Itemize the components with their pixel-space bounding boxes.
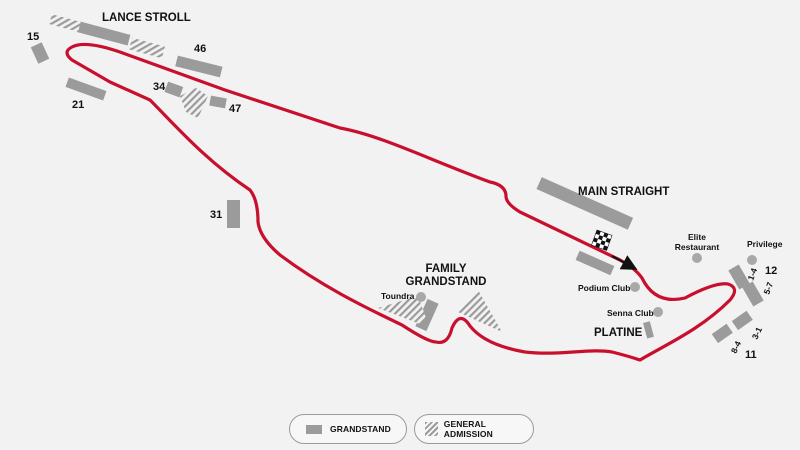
grandstand-15 [30,42,50,64]
hatch-swatch-icon [425,422,438,436]
label-family-line2: GRANDSTAND [406,276,487,288]
legend-grandstand: GRANDSTAND [289,414,407,444]
label-46: 46 [194,43,206,55]
label-toundra: Toundra [381,291,415,301]
ga-toundra [378,296,426,324]
direction-arrow-icon [611,255,638,270]
grandstand-main-straight [536,177,634,230]
grandstand-platine [643,321,654,339]
label-main-straight: MAIN STRAIGHT [578,186,669,198]
legend-general-admission: GENERAL ADMISSION [414,414,534,444]
label-8-4: 8-4 [729,339,743,355]
label-12: 12 [765,265,777,277]
privilege-dot [747,255,757,265]
legend-grandstand-label: GRANDSTAND [330,424,391,434]
label-3-1: 3-1 [750,325,764,341]
grandstand-1-4 [728,264,750,290]
label-34: 34 [153,81,166,93]
grandstand-8-4 [711,323,733,344]
hospitality-venues [416,253,757,317]
legend-general-admission-label: GENERAL ADMISSION [443,419,493,439]
podium-club-dot [630,282,640,292]
label-elite-line1: Elite [688,232,706,242]
label-5-7: 5-7 [761,280,775,295]
label-1-4: 1-4 [745,266,759,281]
grandstand-family [415,298,439,332]
label-11: 11 [745,349,757,361]
race-track [65,42,737,362]
grandstand-swatch-icon [306,424,322,434]
grandstand-3-1 [731,310,753,331]
grandstand-31 [227,200,240,228]
ga-hairpin-34 [180,88,208,118]
grandstand-47 [209,95,227,109]
senna-club-dot [653,307,663,317]
grandstands [30,21,764,344]
ga-lance-stroll-left [49,14,81,32]
label-platine: PLATINE [594,327,643,339]
label-privilege: Privilege [747,239,783,249]
label-47: 47 [229,103,241,115]
grandstand-pit-exit [575,250,615,276]
elite-restaurant-dot [692,253,702,263]
general-admission-areas [49,14,502,332]
label-31: 31 [210,209,222,221]
grandstand-5-7 [742,281,764,307]
label-15: 15 [27,31,39,43]
grandstand-46 [175,55,223,78]
label-podium-club: Podium Club [578,283,630,293]
grandstand-34 [164,81,184,98]
label-21: 21 [72,99,84,111]
label-elite-line2: Restaurant [675,242,720,252]
label-senna-club: Senna Club [607,308,654,318]
ga-lance-stroll-right [129,37,165,59]
toundra-dot [416,292,426,302]
ga-family [458,290,502,332]
grandstand-21 [65,77,107,101]
label-family-line1: FAMILY [425,263,466,275]
label-lance-stroll: LANCE STROLL [102,12,191,24]
checkered-flag-icon [591,229,613,251]
grandstand-lance-stroll [77,21,131,46]
